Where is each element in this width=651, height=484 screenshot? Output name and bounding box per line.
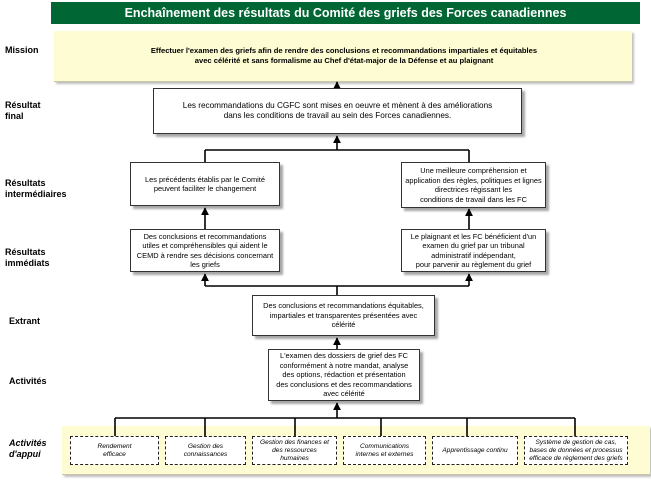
mission-line-1: Effectuer l'examen des griefs afin de re… (150, 46, 538, 55)
output-line-2: impartiales et transparentes présentées … (269, 310, 418, 320)
label-mission: Mission (5, 45, 39, 55)
final-outcome-line-1: Les recommandations du CGFC sont mises e… (182, 100, 493, 110)
immediate-outcome-left-box: Des conclusions et recommandations utile… (130, 229, 280, 272)
intermediate-right-line-2: application des règles, politiques et li… (405, 175, 542, 185)
output-line-1: Des conclusions et recommandations équit… (263, 301, 424, 311)
label-intermediaires: Résultats intermédiaires (5, 178, 67, 200)
support-3-line-1: Gestion des finances et (260, 438, 329, 446)
support-1-line-2: efficace (103, 450, 126, 458)
intermediate-right-line-1: Une meilleure compréhension et (420, 166, 527, 175)
intermediate-left-line-1: Les précédents établis par le Comité (145, 174, 265, 184)
support-activity-gestion-cas: Système de gestion de cas, bases de donn… (524, 436, 628, 465)
label-activites-appui-line-2: d'appui (9, 449, 41, 459)
activities-line-5: avec célérité (323, 389, 365, 399)
mission-line-2: avec célérité et sans formalisme au Chef… (194, 56, 494, 65)
label-activites: Activités (9, 376, 47, 386)
label-resultat-final-line-1: Résultat (5, 100, 41, 110)
label-resultat-final: Résultat final (5, 100, 41, 122)
final-outcome-line-2: dans les conditions de travail au sein d… (223, 111, 452, 120)
immediate-right-line-1: Le plaignant et les FC bénéficient d'un (410, 231, 537, 241)
support-3-line-3: humaines (280, 454, 309, 462)
activities-line-1: L'examen des dossiers de grief des FC (280, 351, 408, 361)
intermediate-right-line-3: directrices régissant les (434, 185, 513, 194)
support-2-line-2: connaissances (183, 450, 228, 458)
support-6-line-3: efficace de règlement des griefs (529, 454, 623, 462)
support-activity-apprentissage: Apprentissage continu (432, 436, 518, 465)
label-immediats-line-1: Résultats (5, 247, 46, 257)
immediate-left-line-2: utiles et compréhensibles qui aident le (142, 241, 268, 250)
support-1-line-1: Rendement (97, 442, 132, 450)
immediate-left-line-3: CEMD à rendre ses décisions concernant (136, 250, 274, 260)
support-4-line-2: internes et externes (355, 450, 414, 458)
label-immediats-line-2: immédiats (5, 258, 50, 268)
support-6-line-2: bases de données et processus (529, 446, 623, 454)
support-6-line-1: Système de gestion de cas, (535, 438, 617, 446)
intermediate-outcome-left-box: Les précédents établis par le Comité peu… (130, 162, 280, 206)
output-line-3: célérité (331, 320, 356, 330)
label-activites-appui-line-1: Activités (9, 438, 47, 448)
label-resultat-final-line-2: final (5, 111, 24, 121)
support-3-line-2: des ressources (272, 446, 317, 454)
intermediate-outcome-right-box: Une meilleure compréhension et applicati… (401, 162, 546, 208)
support-activity-communications: Communications internes et externes (343, 436, 426, 465)
intermediate-left-line-2: peuvent faciliter le changement (153, 184, 257, 193)
activities-line-3: des options, rédaction et présentation (282, 370, 406, 380)
mission-band (54, 31, 632, 82)
label-extrant: Extrant (9, 316, 41, 326)
immediate-left-line-4: les griefs (190, 260, 220, 269)
label-intermediaires-line-1: Résultats (5, 178, 46, 188)
support-activity-rendement: Rendement efficace (70, 436, 159, 465)
label-immediats: Résultats immédiats (5, 247, 50, 269)
immediate-left-line-1: Des conclusions et recommandations (143, 231, 267, 241)
mission-statement: Effectuer l'examen des griefs afin de re… (58, 34, 630, 78)
activities-line-4: des conclusions et des recommandations (276, 379, 412, 389)
support-4-line-1: Communications (359, 442, 410, 450)
final-outcome-box: Les recommandations du CGFC sont mises e… (153, 88, 522, 134)
intermediate-right-line-4: conditions de travail dans les FC (420, 194, 527, 204)
immediate-right-line-3: administratif indépendant, (431, 250, 516, 260)
activities-box: L'examen des dossiers de grief des FC co… (268, 349, 420, 401)
immediate-right-line-4: pour parvenir au règlement du grief (415, 260, 532, 269)
output-box: Des conclusions et recommandations équit… (252, 295, 435, 336)
support-activity-connaissances: Gestion des connaissances (165, 436, 246, 465)
label-activites-appui: Activités d'appui (9, 438, 47, 460)
label-intermediaires-line-2: intermédiaires (5, 189, 67, 199)
diagram-title: Enchaînement des résultats du Comité des… (51, 2, 640, 24)
support-2-line-1: Gestion des (187, 442, 224, 450)
immediate-right-line-2: examen du grief par un tribunal (422, 241, 525, 250)
immediate-outcome-right-box: Le plaignant et les FC bénéficient d'un … (401, 229, 546, 272)
activities-line-2: conformément à notre mandat, analyse (279, 360, 409, 370)
support-activity-finances-rh: Gestion des finances et des ressources h… (252, 436, 337, 465)
support-5-line-1: Apprentissage continu (442, 446, 508, 454)
